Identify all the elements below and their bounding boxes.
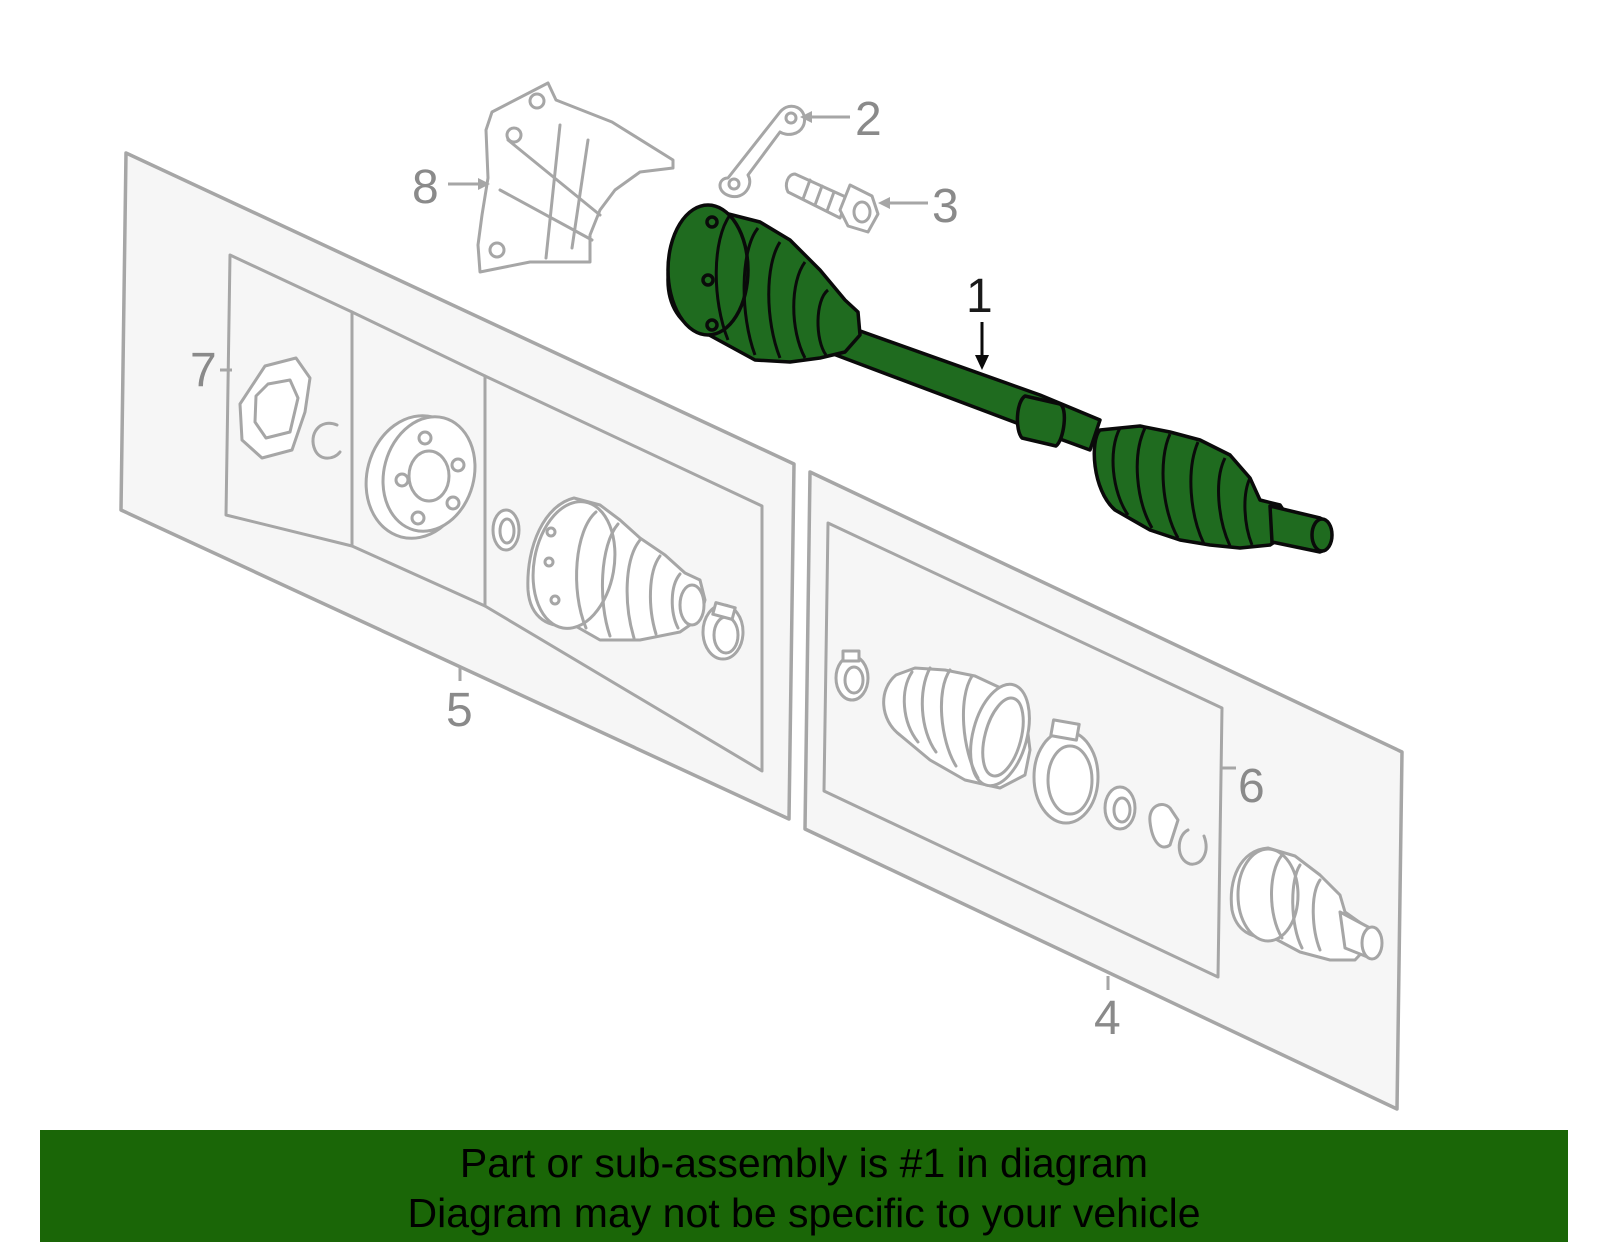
inner-joint-part xyxy=(1229,846,1384,962)
inner-boot-part xyxy=(882,666,1032,790)
callout-7: 7 xyxy=(190,344,217,397)
heat-shield-part xyxy=(476,81,675,274)
clamp-small xyxy=(834,649,870,702)
kit-panel-5 xyxy=(119,151,796,821)
dished-washer xyxy=(1148,803,1180,849)
leader-lines xyxy=(220,111,928,372)
callout-3: 3 xyxy=(932,180,959,233)
banner-line-1: Part or sub-assembly is #1 in diagram xyxy=(459,1140,1149,1186)
callout-1: 1 xyxy=(966,270,993,323)
clamp-large xyxy=(1032,718,1100,825)
kit-panel-4 xyxy=(803,470,1404,1111)
bolt-part xyxy=(784,172,880,234)
banner-line-2: Diagram may not be specific to your vehi… xyxy=(407,1190,1201,1236)
callout-labels: 1 2 3 4 5 6 7 8 xyxy=(190,93,1265,1045)
drive-shaft-part xyxy=(666,203,1334,554)
gasket-part xyxy=(238,356,312,460)
callout-5: 5 xyxy=(446,684,473,737)
circlip-right xyxy=(1177,828,1208,866)
outer-joint-boot-part xyxy=(526,496,707,642)
callout-2: 2 xyxy=(855,93,882,146)
info-banner: Part or sub-assembly is #1 in diagram Di… xyxy=(40,1130,1568,1242)
circlip-left xyxy=(311,421,342,460)
parts-diagram: 1 2 3 4 5 6 7 8 xyxy=(119,81,1404,1111)
callout-4: 4 xyxy=(1094,992,1121,1045)
flange-hub-part xyxy=(364,414,477,540)
retaining-plate-part xyxy=(718,104,807,199)
callout-6: 6 xyxy=(1238,760,1265,813)
clamp-left xyxy=(701,601,745,661)
callout-8: 8 xyxy=(412,161,439,214)
